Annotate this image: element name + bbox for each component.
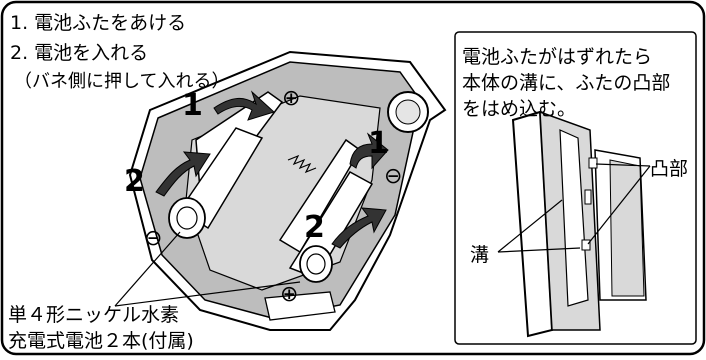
groove-label: 溝 bbox=[470, 244, 490, 266]
plus-icon: ⊕ bbox=[282, 86, 301, 111]
arrow1-left-number: 1 bbox=[182, 88, 203, 123]
battery-label-line2: 充電式電池２本(付属) bbox=[8, 330, 194, 352]
battery-leader-lines bbox=[114, 231, 301, 307]
step2-label: 2. 電池を入れる bbox=[10, 42, 149, 64]
inset-illustration bbox=[497, 110, 651, 338]
step1-label: 1. 電池ふたをあける bbox=[10, 12, 187, 34]
step2-note: （バネ側に押して入れる） bbox=[14, 71, 230, 92]
minus-icon: ⊖ bbox=[144, 226, 163, 251]
minus-icon: ⊖ bbox=[384, 164, 403, 189]
inset-line3: をはめ込む。 bbox=[462, 98, 577, 120]
inset-line2: 本体の溝に、ふたの凸部 bbox=[462, 72, 671, 94]
plus-icon: ⊕ bbox=[280, 282, 299, 307]
device-illustration bbox=[128, 50, 447, 331]
tab-label: 凸部 bbox=[650, 158, 689, 180]
arrow-icon bbox=[155, 90, 389, 249]
arrow2-left-number: 2 bbox=[124, 164, 145, 199]
arrow1-right-number: 1 bbox=[368, 126, 389, 161]
battery-label-line1: 単４形ニッケル水素 bbox=[8, 304, 180, 326]
inset-line1: 電池ふたがはずれたら bbox=[462, 46, 653, 68]
arrow2-right-number: 2 bbox=[304, 210, 325, 245]
